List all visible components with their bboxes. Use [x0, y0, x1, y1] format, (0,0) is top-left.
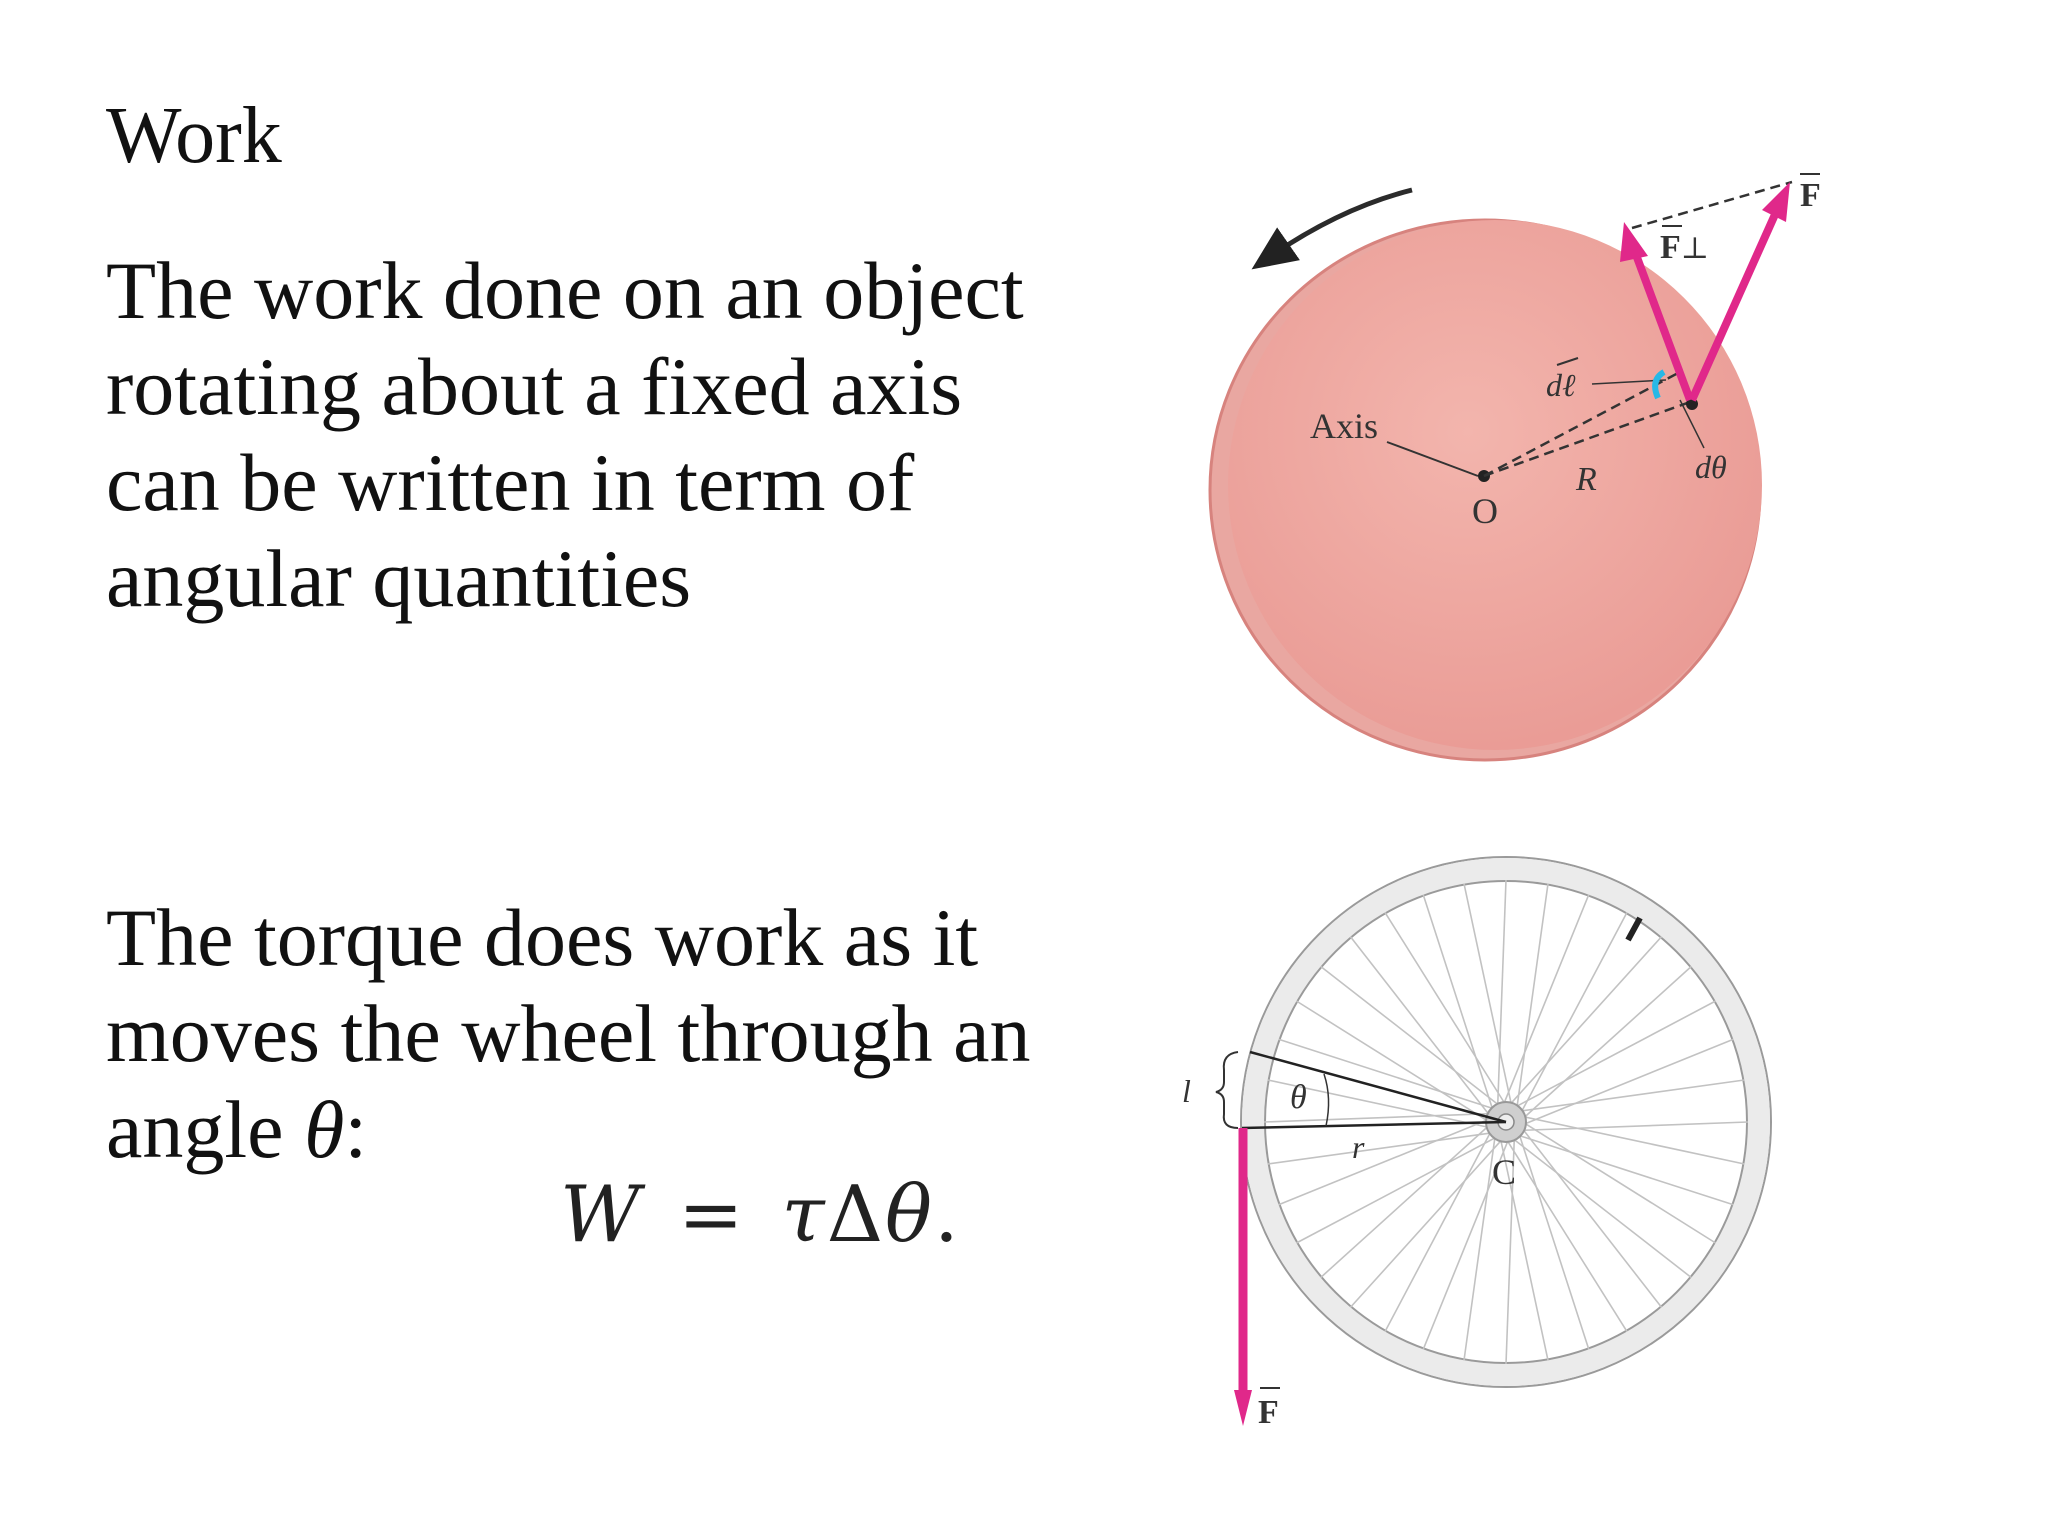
wheel-spoke: [1517, 1131, 1590, 1350]
paragraph-line: rotating about a fixed axis: [106, 341, 963, 432]
paragraph-torque-work: The torque does work as it moves the whe…: [106, 890, 1166, 1178]
wheel-radius-start: [1241, 1120, 1507, 1130]
wheel-spoke: [1463, 1133, 1497, 1361]
paragraph-line: can be written in term of: [106, 437, 915, 528]
wheel-spoke: [1504, 1137, 1628, 1333]
equation-theta: θ: [885, 1170, 934, 1260]
arc-length-brace: [1215, 1051, 1239, 1129]
perp-symbol: ⊥: [1681, 232, 1709, 265]
wheel-spoke: [1349, 936, 1492, 1118]
f-perp-label: F⊥: [1660, 229, 1709, 266]
wheel-spoke: [1515, 883, 1549, 1111]
radius-label: R: [1575, 461, 1597, 498]
wheel-spoke: [1513, 1000, 1716, 1109]
equation-tau: τ: [781, 1170, 827, 1260]
wheel-spoke: [1384, 911, 1508, 1107]
wheel-spoke: [1521, 1038, 1734, 1126]
angle-prefix: angle: [106, 1084, 305, 1175]
wheel-figure: C θ r l F: [1182, 856, 1772, 1431]
paragraph-line: The work done on an object: [106, 245, 1024, 336]
f-perp-arrowhead: [1620, 222, 1648, 262]
arc-length-label: l: [1182, 1073, 1191, 1109]
wheel-spoke: [1384, 1129, 1493, 1332]
wheel-radius-label: r: [1352, 1129, 1365, 1165]
center-label: C: [1492, 1152, 1516, 1192]
dl-vector-bar: [1556, 357, 1579, 366]
wheel-spoke: [1521, 1120, 1717, 1244]
work-equation: W = τΔθ.: [560, 1170, 961, 1260]
wheel-spoke: [1263, 1112, 1493, 1123]
wheel-angle-arc: [1323, 1073, 1330, 1127]
dtheta-leader: [1679, 399, 1705, 449]
wheel-spoke: [1521, 965, 1692, 1121]
wheel-spoke: [1422, 894, 1495, 1113]
wheel-rim-band: [1242, 858, 1770, 1386]
dtheta-label: dθ: [1695, 449, 1727, 485]
wheel-valve: [1625, 916, 1643, 942]
wheel-spoke: [1295, 1000, 1491, 1124]
angle-marker: [1652, 369, 1666, 400]
wheel-spoke: [1267, 1079, 1492, 1129]
radius-line: [1483, 400, 1691, 478]
wheel-spoke: [1278, 1118, 1491, 1206]
wheel-spoke: [1296, 1135, 1499, 1244]
wheel-spoke: [1517, 1079, 1745, 1113]
force-arrow: [1688, 208, 1781, 402]
origin-label: O: [1472, 491, 1498, 531]
wheel-force-label: F: [1258, 1394, 1279, 1431]
wheel-spoke: [1519, 912, 1628, 1115]
equation-w: W: [560, 1170, 643, 1260]
wheel-radius-end: [1249, 1050, 1507, 1124]
disk-face: [1228, 220, 1762, 750]
component-dashed-top: [1631, 180, 1793, 230]
wheel-spoke: [1519, 1121, 1749, 1132]
radius-line-displaced: [1483, 370, 1681, 478]
f-perp-arrow: [1631, 250, 1694, 402]
wheel-spoke: [1463, 883, 1513, 1108]
wheel-spoke: [1422, 1137, 1510, 1350]
f-perp-base: F: [1660, 229, 1681, 266]
rotation-arrow: [1251, 187, 1413, 270]
theta-symbol: θ: [304, 1084, 345, 1175]
wheel-spoke: [1515, 1133, 1734, 1206]
wheel-spoke: [1505, 1135, 1516, 1365]
equation-delta: Δ: [826, 1170, 886, 1260]
wheel-angle-label: θ: [1290, 1079, 1307, 1116]
paragraph-line: angle θ:: [106, 1082, 1166, 1178]
force-label: F: [1800, 177, 1821, 214]
force-arrowhead: [1762, 182, 1790, 222]
wheel-spoke: [1510, 1136, 1692, 1279]
paragraph-line: moves the wheel through an: [106, 988, 1031, 1079]
wheel-spoke: [1267, 1131, 1495, 1165]
paragraph-line: The torque does work as it: [106, 892, 979, 983]
wheel-spoke: [1349, 1137, 1505, 1308]
wheel-spoke: [1502, 894, 1590, 1107]
wheel-spokes: [1263, 879, 1749, 1365]
wheel-spoke: [1499, 1136, 1549, 1361]
wheel-spoke: [1520, 1115, 1745, 1165]
axis-label: Axis: [1310, 406, 1378, 446]
wheel-spoke: [1520, 1126, 1663, 1308]
paragraph-line: angular quantities: [106, 533, 692, 624]
dl-label: dℓ: [1546, 367, 1576, 403]
axis-leader-line: [1386, 441, 1479, 477]
wheel-spoke: [1496, 879, 1507, 1109]
slide-title: Work: [106, 92, 282, 180]
wheel-spoke: [1507, 936, 1663, 1107]
colon: :: [344, 1084, 368, 1175]
paragraph-work-definition: The work done on an object rotating abou…: [106, 243, 1166, 627]
wheel-spoke: [1278, 1038, 1497, 1111]
wheel-spoke: [1320, 1123, 1491, 1279]
wheel-force-arrowhead: [1234, 1390, 1252, 1426]
disk-figure: Axis O R dθ dℓ F⊥ F: [1208, 173, 1821, 762]
wheel-spoke: [1320, 965, 1502, 1108]
equation-equals: =: [678, 1170, 746, 1260]
wheel-rim: [1240, 856, 1772, 1388]
equation-period: .: [934, 1170, 961, 1260]
